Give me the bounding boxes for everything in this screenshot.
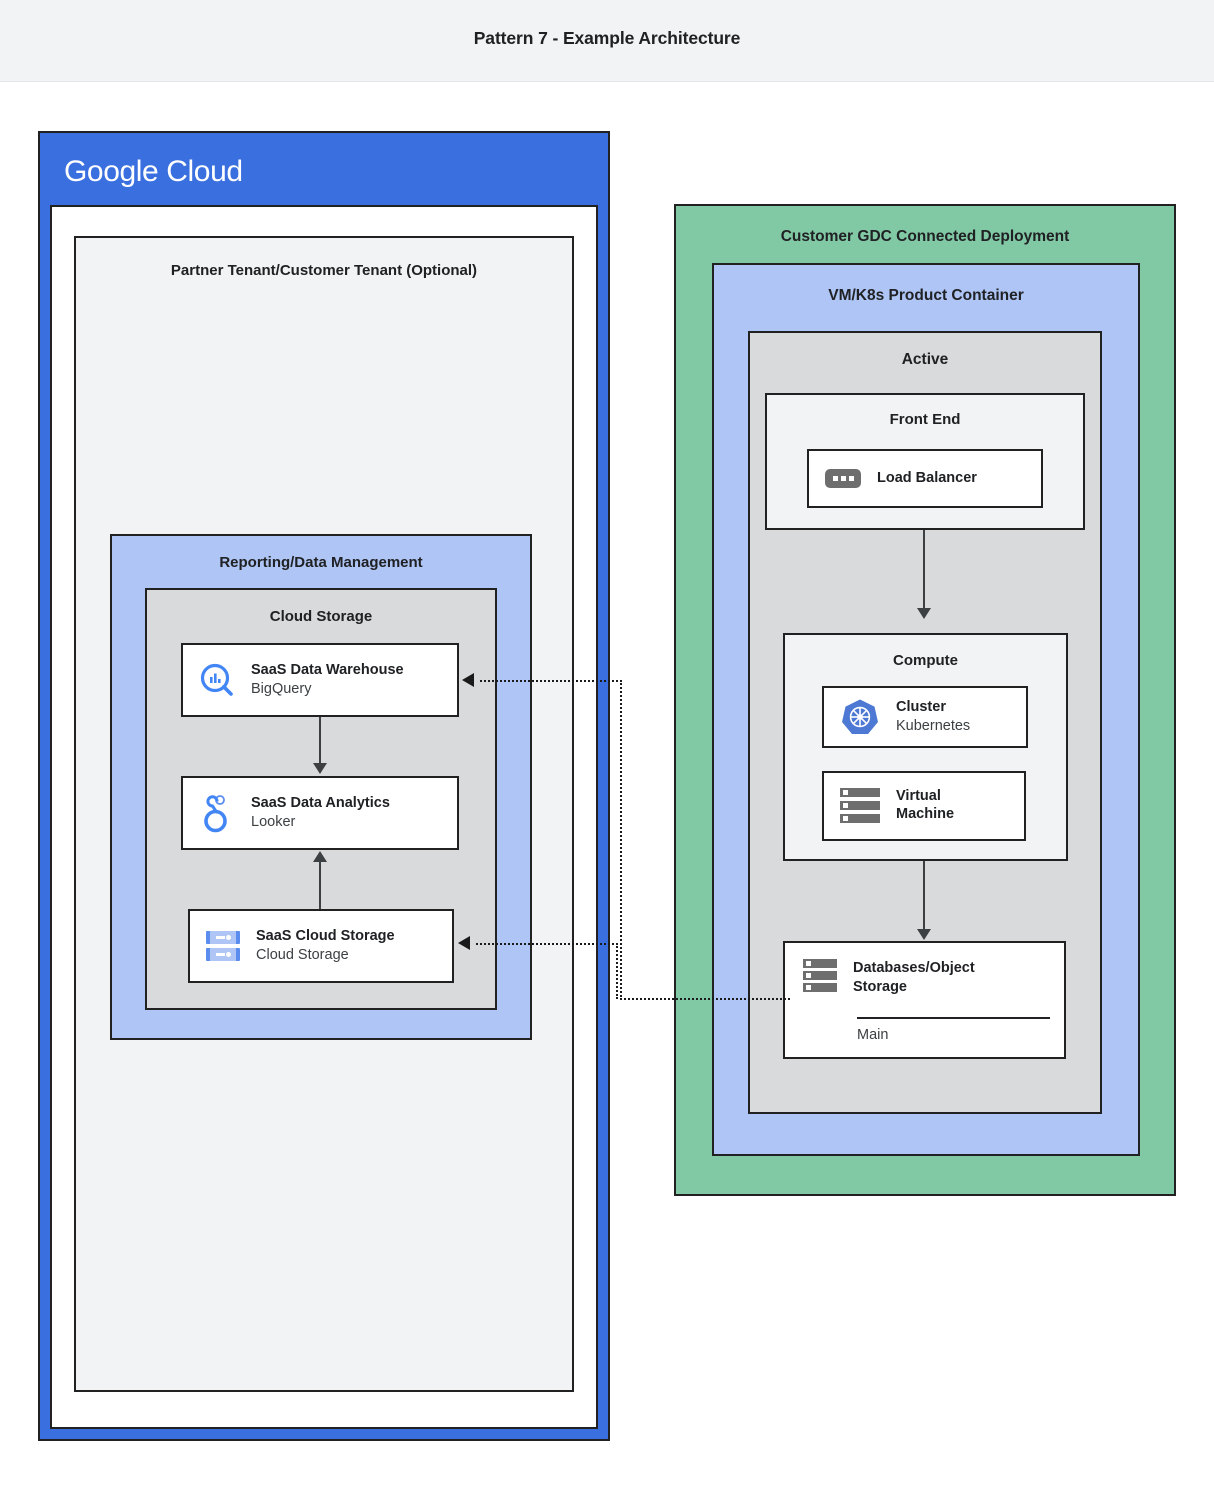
arrow-storage-to-analytics-line (319, 862, 321, 909)
reporting-data-management-title: Reporting/Data Management (219, 554, 423, 571)
database-icon (803, 959, 837, 995)
connector-db-to-warehouse-vertical (620, 680, 622, 1000)
database-card-divider (857, 1017, 1050, 1019)
vm-k8s-product-container-title: VM/K8s Product Container (828, 287, 1024, 304)
looker-icon (199, 793, 235, 833)
service-product: Kubernetes (896, 717, 971, 734)
connector-db-to-warehouse-horizontal (480, 680, 622, 682)
arrow-frontend-to-compute-line (923, 530, 925, 610)
connector-db-to-cloud-storage-vertical (616, 943, 618, 999)
service-name: Cluster (896, 699, 946, 716)
service-card-text: Virtual Machine (896, 788, 954, 823)
google-cloud-logo: Google Cloud (64, 155, 243, 189)
page-title: Pattern 7 - Example Architecture (473, 28, 741, 48)
google-cloud-logo-google: Google (64, 155, 159, 188)
connector-db-to-warehouse-arrowhead (462, 673, 474, 687)
service-name-line1: Databases/Object (853, 960, 975, 976)
service-name: SaaS Data Warehouse (251, 662, 404, 679)
arrow-storage-to-analytics-head (313, 851, 327, 862)
service-name: Load Balancer (877, 469, 977, 486)
connector-db-to-cloud-storage-horizontal (476, 943, 618, 945)
active-zone-title: Active (901, 351, 949, 368)
service-card-saas-cloud-storage[interactable]: SaaS Cloud Storage Cloud Storage (188, 909, 454, 983)
database-instance-label: Main (857, 1027, 889, 1043)
service-name: SaaS Cloud Storage (256, 928, 395, 945)
arrow-frontend-to-compute-head (917, 608, 931, 619)
arrow-compute-to-database-line (923, 861, 925, 931)
connector-db-to-warehouse-lower-horizontal (620, 998, 790, 1000)
partner-tenant-title: Partner Tenant/Customer Tenant (Optional… (170, 262, 478, 279)
service-card-saas-data-analytics[interactable]: SaaS Data Analytics Looker (181, 776, 459, 850)
service-product: BigQuery (251, 680, 312, 697)
cloud-storage-icon (206, 931, 240, 961)
service-product: Looker (251, 813, 296, 830)
bigquery-icon (199, 662, 235, 698)
database-card-header: Databases/Object Storage (785, 943, 1064, 997)
connector-db-to-cloud-storage-arrowhead (458, 936, 470, 950)
service-card-text: SaaS Data Warehouse BigQuery (251, 662, 404, 698)
compute-title: Compute (893, 652, 958, 669)
service-card-text: SaaS Cloud Storage Cloud Storage (256, 928, 395, 964)
virtual-machine-icon (840, 788, 880, 824)
front-end-title: Front End (889, 411, 961, 428)
service-card-text: SaaS Data Analytics Looker (251, 795, 390, 831)
service-name: SaaS Data Analytics (251, 795, 390, 812)
arrow-compute-to-database-head (917, 929, 931, 940)
service-card-saas-data-warehouse[interactable]: SaaS Data Warehouse BigQuery (181, 643, 459, 717)
google-cloud-logo-cloud: Cloud (166, 155, 243, 188)
header-bar: Pattern 7 - Example Architecture (0, 0, 1214, 82)
service-card-text: Load Balancer (877, 470, 977, 488)
service-name-line2: Storage (853, 979, 907, 996)
kubernetes-icon (840, 697, 880, 737)
service-name-line2: Machine (896, 806, 955, 822)
service-card-cluster[interactable]: Cluster Kubernetes (822, 686, 1028, 748)
service-card-databases-object-storage[interactable]: Databases/Object Storage Main (783, 941, 1066, 1059)
load-balancer-icon (825, 469, 861, 488)
arrow-warehouse-to-analytics-head (313, 763, 327, 774)
cloud-storage-group-title: Cloud Storage (269, 608, 373, 625)
arrow-warehouse-to-analytics-line (319, 717, 321, 765)
service-card-virtual-machine[interactable]: Virtual Machine (822, 771, 1026, 841)
service-card-text: Cluster Kubernetes (896, 699, 970, 735)
database-card-text: Databases/Object Storage (853, 959, 975, 997)
service-card-load-balancer[interactable]: Load Balancer (807, 449, 1043, 508)
customer-gdc-deployment-title: Customer GDC Connected Deployment (780, 228, 1070, 245)
service-product: Cloud Storage (256, 946, 349, 963)
service-name-line1: Virtual (896, 788, 941, 805)
